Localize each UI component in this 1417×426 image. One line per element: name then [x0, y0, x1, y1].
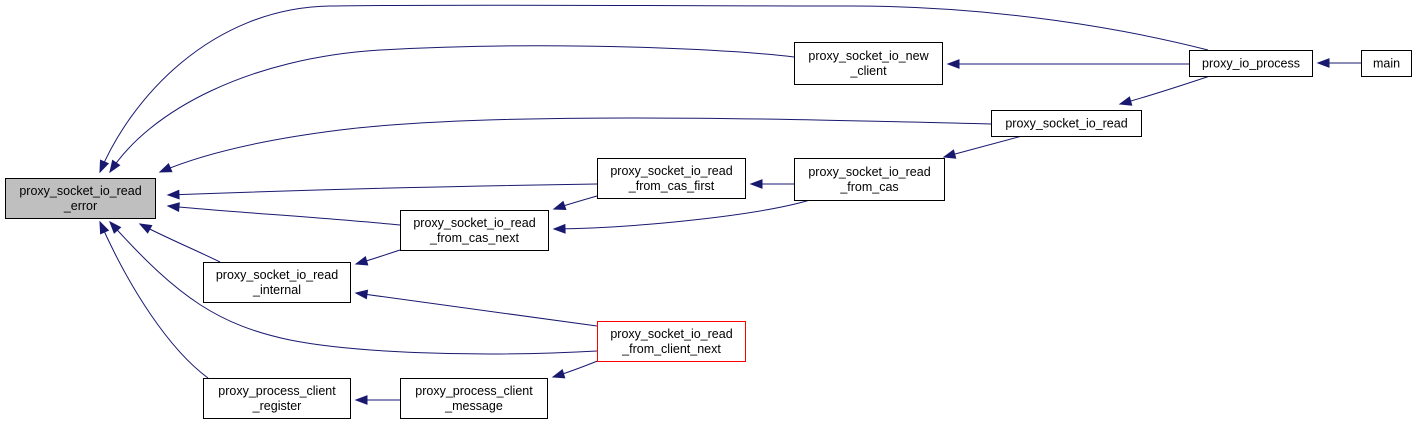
edge-client_next-to-read_internal	[354, 289, 598, 327]
node-label-line: proxy_socket_io_read	[808, 165, 930, 179]
edge-from_cas-to-cas_first	[749, 179, 794, 189]
arrow-head	[99, 159, 110, 174]
arrow-head	[1316, 58, 1330, 68]
node-box	[400, 210, 549, 251]
node-label-line: proxy_socket_io_read	[1005, 117, 1127, 131]
edge-cas_next-to-read_error	[166, 202, 401, 226]
edge-line	[109, 221, 598, 355]
arrow-head	[109, 159, 121, 174]
node-label-line: _error	[63, 199, 97, 213]
node-read_error[interactable]: proxy_socket_io_read_error	[5, 178, 156, 219]
edge-line	[159, 117, 992, 173]
edge-client_next-to-read_error	[109, 220, 598, 355]
node-client_message[interactable]: proxy_process_client_message	[400, 378, 548, 419]
edge-client_register-to-read_error	[99, 220, 209, 379]
arrow-head	[166, 189, 180, 200]
nodes-layer: proxy_socket_io_read_errorproxy_socket_i…	[5, 42, 1412, 419]
edge-line	[355, 292, 598, 327]
node-label-line: proxy_socket_io_read	[610, 327, 732, 341]
node-label-line: proxy_socket_io_read	[216, 268, 338, 282]
arrow-head	[1118, 96, 1133, 106]
edge-line	[139, 223, 221, 263]
node-label-line: _from_cas_next	[429, 231, 519, 245]
edge-line	[943, 135, 1023, 158]
edge-line	[167, 183, 598, 196]
edge-line	[109, 45, 795, 173]
edge-io_read-to-from_cas	[942, 135, 1023, 159]
node-box	[1189, 50, 1313, 77]
node-label-line: _internal	[252, 283, 301, 297]
arrow-head	[942, 149, 957, 159]
edge-client_message-to-client_register	[354, 395, 400, 405]
node-box	[1361, 50, 1412, 77]
node-main[interactable]: main	[1361, 50, 1412, 77]
edge-read_internal-to-read_error	[138, 223, 221, 263]
node-client_register[interactable]: proxy_process_client_register	[203, 378, 351, 419]
node-box	[203, 378, 351, 419]
node-box	[597, 158, 746, 199]
node-label-line: proxy_process_client	[415, 384, 533, 398]
edge-line	[167, 205, 401, 226]
node-cas_first[interactable]: proxy_socket_io_read_from_cas_first	[597, 158, 746, 199]
node-label-line: _from_client_next	[621, 342, 721, 356]
edge-line	[99, 221, 209, 379]
node-new_client[interactable]: proxy_socket_io_new_client	[794, 42, 943, 85]
node-box	[991, 110, 1142, 137]
node-io_read[interactable]: proxy_socket_io_read	[991, 110, 1142, 137]
arrow-head	[551, 368, 566, 379]
node-label-line: proxy_socket_io_read	[413, 216, 535, 230]
arrow-head	[354, 256, 369, 266]
arrow-head	[552, 223, 566, 234]
arrow-head	[138, 223, 153, 234]
node-cas_next[interactable]: proxy_socket_io_read_from_cas_next	[400, 210, 549, 251]
edge-cas_first-to-read_error	[166, 183, 598, 200]
edge-from_cas-to-cas_next	[552, 199, 811, 234]
node-from_cas[interactable]: proxy_socket_io_read_from_cas	[794, 158, 945, 201]
edge-new_client-to-read_error	[109, 45, 795, 174]
node-box	[203, 262, 351, 303]
arrow-head	[749, 179, 763, 189]
node-label-line: proxy_process_client	[218, 384, 336, 398]
node-label-line: proxy_socket_io_new	[808, 49, 929, 63]
node-label-line: proxy_socket_io_read	[610, 164, 732, 178]
edge-line	[1119, 75, 1211, 105]
node-label-line: _from_cas	[839, 180, 898, 194]
node-box	[400, 378, 548, 419]
node-read_internal[interactable]: proxy_socket_io_read_internal	[203, 262, 351, 303]
edge-cas_next-to-read_internal	[354, 249, 401, 266]
node-label-line: _client	[849, 64, 887, 78]
edge-io_process-to-io_read	[1118, 75, 1211, 106]
arrow-head	[158, 163, 173, 173]
node-client_next[interactable]: proxy_socket_io_read_from_client_next	[597, 321, 746, 362]
node-box	[794, 158, 945, 201]
edge-client_next-to-client_message	[551, 359, 601, 379]
arrow-head	[99, 220, 110, 235]
node-io_process[interactable]: proxy_io_process	[1189, 50, 1313, 77]
node-label-line: _register	[252, 399, 302, 413]
node-label-line: _from_cas_first	[628, 179, 715, 193]
node-label-line: proxy_io_process	[1202, 57, 1300, 71]
edge-main-to-io_process	[1316, 58, 1361, 68]
edge-line	[553, 199, 811, 230]
node-box	[5, 178, 156, 219]
edge-io_process-to-read_error	[99, 4, 1209, 174]
arrow-head	[354, 289, 369, 300]
node-box	[597, 321, 746, 362]
arrow-head	[354, 395, 368, 405]
node-box	[794, 42, 943, 85]
node-label-line: main	[1373, 57, 1400, 71]
node-label-line: proxy_socket_io_read	[19, 184, 141, 198]
arrow-head	[109, 220, 122, 234]
edge-io_read-to-read_error	[158, 117, 992, 173]
edge-cas_first-to-cas_next	[552, 195, 598, 211]
edge-io_process-to-new_client	[946, 59, 1189, 69]
edge-line	[99, 4, 1209, 173]
arrow-head	[946, 59, 960, 69]
edges-layer	[99, 4, 1361, 405]
arrow-head	[166, 202, 180, 212]
arrow-head	[552, 200, 567, 211]
node-label-line: _message	[444, 399, 503, 413]
